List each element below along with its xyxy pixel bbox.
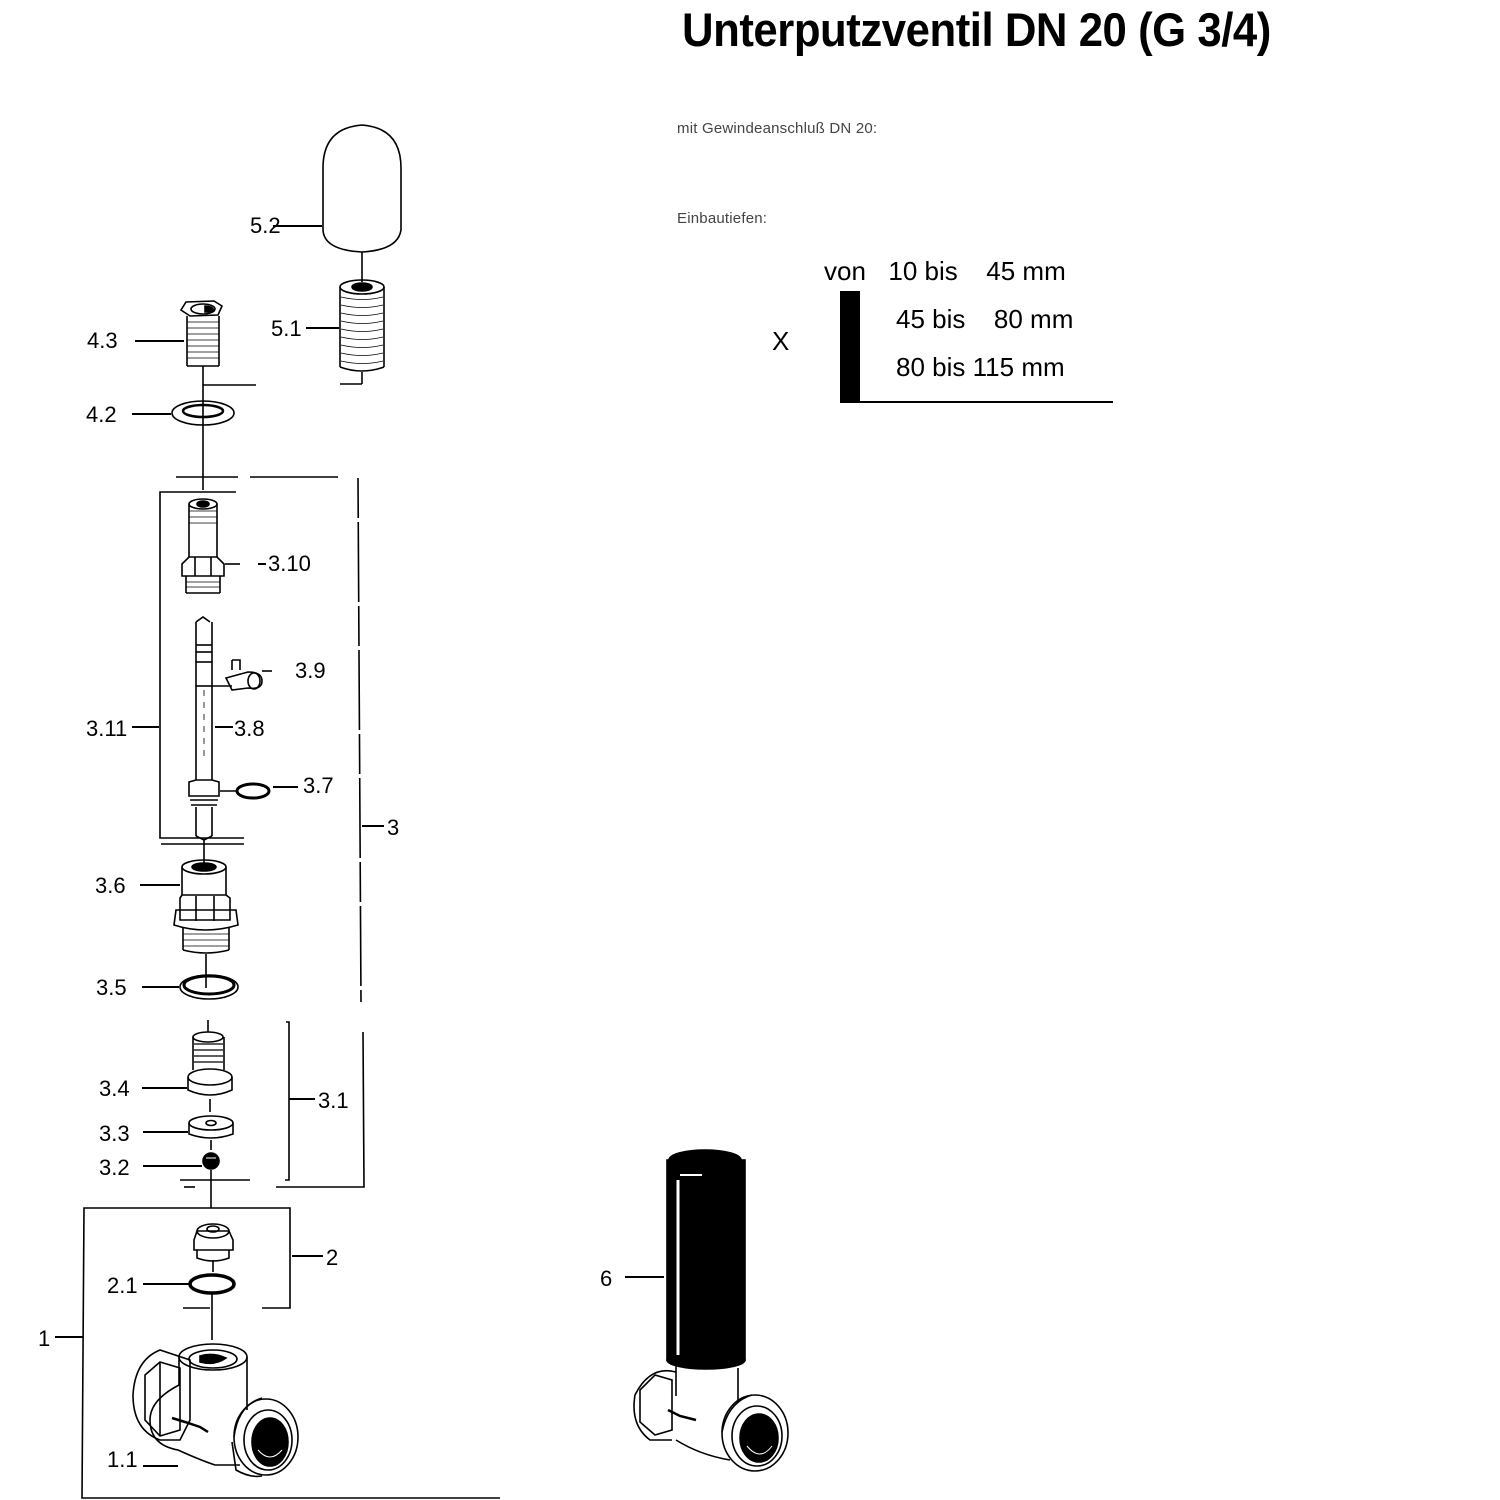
bracket-group-3-1 xyxy=(180,1021,365,1188)
bracket-group-3 xyxy=(176,476,362,1003)
label-5-2: 5.2 xyxy=(250,213,281,238)
label-5-1: 5.1 xyxy=(271,316,302,341)
depth-to: 45 xyxy=(986,256,1016,286)
label-3-8: 3.8 xyxy=(234,716,265,741)
part-3-10-spindle-head xyxy=(181,498,225,594)
depth-prefix: von xyxy=(824,256,866,286)
part-6-assembled-valve-with-sleeve xyxy=(633,1149,789,1472)
part-3-7-o-ring xyxy=(220,782,271,800)
label-3-7: 3.7 xyxy=(303,773,334,798)
label-3-3: 3.3 xyxy=(99,1121,130,1146)
bracket-group-1 xyxy=(81,1207,500,1499)
label-4-3: 4.3 xyxy=(87,328,118,353)
label-3: 3 xyxy=(387,815,399,840)
depth-unit: mm xyxy=(1030,304,1074,334)
depth-to: 115 xyxy=(972,352,1015,382)
label-4-2: 4.2 xyxy=(86,402,117,427)
part-4-3-threaded-nut xyxy=(179,300,256,395)
depth-row-2: 45 bis 80 mm xyxy=(896,304,1073,335)
label-2: 2 xyxy=(326,1245,338,1270)
depth-unit: mm xyxy=(1022,256,1066,286)
part-1-1-valve-body xyxy=(132,1343,299,1478)
depth-from: 45 xyxy=(896,304,925,334)
connection-note: mit Gewindeanschluß DN 20: xyxy=(677,120,878,137)
depth-row-3: 80 bis 115 mm xyxy=(896,352,1065,383)
label-3-6: 3.6 xyxy=(95,873,126,898)
part-3-8-spindle xyxy=(188,616,220,841)
part-5-2-cap xyxy=(322,124,402,282)
part-3-5-gasket xyxy=(179,974,239,1000)
depth-unit: mm xyxy=(1021,352,1065,382)
label-6: 6 xyxy=(600,1266,612,1291)
depth-to: 80 xyxy=(993,304,1023,334)
bracket-group-3-11 xyxy=(159,491,244,839)
depth-baseline xyxy=(840,401,1113,403)
depth-sep: bis xyxy=(932,352,966,382)
depth-sep: bis xyxy=(924,256,958,286)
depth-sep: bis xyxy=(932,304,966,334)
part-3-6-headpart xyxy=(161,840,244,988)
label-3-2: 3.2 xyxy=(99,1155,130,1180)
depth-from: 80 xyxy=(896,352,925,382)
depth-from: 10 xyxy=(888,256,918,286)
label-3-4: 3.4 xyxy=(99,1076,130,1101)
part-2-1-seal-ring xyxy=(183,1273,236,1340)
part-3-4-disc-holder xyxy=(187,1020,233,1112)
depth-row-1: von 10 bis 45 mm xyxy=(824,256,1066,287)
dimension-x-label: X xyxy=(772,326,790,356)
label-3-11: 3.11 xyxy=(86,716,127,741)
label-3-5: 3.5 xyxy=(96,975,127,1000)
label-3-9: 3.9 xyxy=(295,658,326,683)
page-title: Unterputzventil DN 20 (G 3/4) xyxy=(682,3,1271,56)
part-2-bonnet-nipple xyxy=(193,1223,234,1272)
label-1: 1 xyxy=(38,1326,50,1351)
part-3-3-seal-disc xyxy=(188,1115,234,1150)
part-3-2-nut xyxy=(202,1152,220,1208)
label-1-1: 1.1 xyxy=(107,1447,138,1472)
part-5-1-threaded-sleeve xyxy=(339,279,385,385)
label-3-10: 3.10 xyxy=(268,551,311,576)
depth-bar xyxy=(840,291,860,403)
depth-heading: Einbautiefen: xyxy=(677,210,768,227)
part-4-2-washer xyxy=(171,395,235,490)
installation-depth-table: X von 10 bis 45 mm 45 bis 80 mm 80 bis 1… xyxy=(770,254,1130,414)
part-3-9-clip xyxy=(212,659,263,691)
label-3-1: 3.1 xyxy=(318,1088,349,1113)
label-2-1: 2.1 xyxy=(107,1273,138,1298)
